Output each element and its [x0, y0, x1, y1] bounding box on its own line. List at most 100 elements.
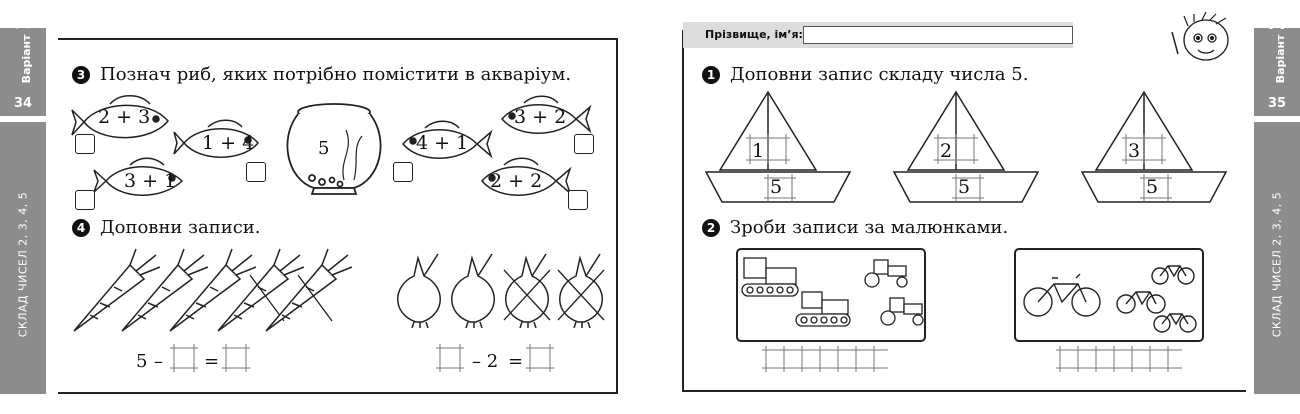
right-variant-number: 2	[1265, 16, 1289, 31]
right-variant-tab: Варіант 2 35	[1254, 17, 1300, 116]
right-variant-label: Варіант 2	[1265, 17, 1289, 84]
carrot-equation-minus: –	[154, 351, 163, 372]
boat-3	[1080, 90, 1228, 203]
task2-number: 2	[702, 218, 720, 237]
fish-4-label: 4 + 1	[416, 132, 469, 154]
onion-answer-cell-2[interactable]	[526, 344, 554, 372]
onion-equation-equals: =	[508, 351, 524, 372]
fish-5-checkbox[interactable]	[574, 134, 594, 154]
task3-heading: 3 Познач риб, яких потрібно помістити в …	[72, 64, 571, 85]
boat-1-left-number: 1	[752, 140, 765, 162]
task4-heading: 4 Доповни записи.	[72, 217, 261, 238]
tractors-answer-grid[interactable]	[762, 346, 888, 372]
fish-icon	[93, 157, 184, 196]
name-field-label: Прізвище, ім’я:	[705, 28, 803, 41]
fish-2-label: 1 + 4	[202, 132, 255, 154]
right-topic-label: СКЛАД ЧИСЕЛ 2, 3, 4, 5	[1270, 191, 1284, 338]
bicycle-icon-2	[1116, 291, 1166, 314]
right-variant-word: Варіант	[1274, 34, 1287, 84]
tractor-icon-1	[741, 257, 799, 297]
carrot-icon-1	[73, 248, 161, 332]
bicycle-icon-3	[1151, 265, 1195, 285]
left-topic-label: СКЛАД ЧИСЕЛ 2, 3, 4, 5	[16, 191, 30, 338]
boat-3-left-number: 3	[1128, 140, 1141, 162]
task1-number: 1	[702, 65, 720, 84]
fish-5	[501, 95, 592, 134]
bicycle-icon-1	[1023, 273, 1101, 317]
carrot-answer-cell-1[interactable]	[170, 344, 198, 372]
bicycle-icon-4	[1153, 313, 1197, 333]
fish-icon	[501, 95, 592, 134]
carrot-icon-4	[217, 248, 305, 332]
fish-3-label: 3 + 1	[124, 170, 177, 192]
tractors-picture-box	[736, 248, 926, 342]
left-topic-tab: СКЛАД ЧИСЕЛ 2, 3, 4, 5	[0, 122, 46, 394]
task3-text: Познач риб, яких потрібно помістити в ак…	[100, 64, 572, 85]
task4-number: 4	[72, 218, 90, 237]
left-variant-label: Варіант 1	[11, 17, 35, 84]
bicycles-answer-grid[interactable]	[1056, 346, 1182, 372]
fish-6-label: 2 + 2	[490, 170, 543, 192]
task4-text: Доповни записи.	[100, 217, 261, 238]
fish-1-checkbox[interactable]	[75, 134, 95, 154]
fish-icon	[402, 120, 493, 159]
boat-1	[704, 90, 852, 203]
left-variant-word: Варіант	[20, 34, 33, 84]
fish-icon	[481, 157, 572, 196]
boat-3-bottom-number: 5	[1146, 176, 1159, 198]
fish-6-checkbox[interactable]	[568, 190, 588, 210]
fish-2-checkbox[interactable]	[246, 162, 266, 182]
bicycles-picture	[1023, 265, 1197, 333]
onion-icon-1	[397, 253, 441, 329]
tractor-icon-3	[864, 259, 908, 288]
boat-2-left-number: 2	[940, 140, 953, 162]
tractor-icon-2	[795, 291, 851, 327]
fish-3	[93, 157, 184, 196]
fish-4-checkbox[interactable]	[393, 162, 413, 182]
carrot-icon-5	[265, 248, 353, 332]
task2-heading: 2 Зроби записи за малюнками.	[702, 217, 1008, 238]
task1-text: Доповни запис складу числа 5.	[730, 64, 1029, 85]
aquarium-icon	[286, 103, 382, 195]
fish-icon	[173, 119, 259, 158]
task3-number: 3	[72, 65, 90, 84]
tractor-icon-4	[880, 297, 924, 326]
fish-3-checkbox[interactable]	[75, 190, 95, 210]
fish-1	[71, 95, 169, 139]
aquarium-number: 5	[318, 138, 330, 159]
fish-icon	[71, 95, 169, 139]
fish-2	[173, 119, 259, 158]
boat-2	[892, 90, 1040, 203]
bicycles-picture-box	[1014, 248, 1204, 342]
aquarium	[286, 103, 382, 195]
task2-text: Зроби записи за малюнками.	[730, 217, 1009, 238]
right-page-frame	[682, 30, 1246, 392]
fish-4	[402, 120, 493, 159]
carrot-icon-3	[169, 248, 257, 332]
onion-icon-4	[557, 253, 605, 329]
carrot-answer-cell-2[interactable]	[222, 344, 250, 372]
left-page-frame	[58, 38, 618, 394]
onion-equation-minus: – 2	[472, 351, 499, 372]
left-variant-number: 1	[11, 16, 35, 31]
boat-2-bottom-number: 5	[958, 176, 971, 198]
right-topic-tab: СКЛАД ЧИСЕЛ 2, 3, 4, 5	[1254, 122, 1300, 394]
left-variant-tab: Варіант 1 34	[0, 17, 46, 116]
onion-answer-cell-1[interactable]	[436, 344, 464, 372]
name-input[interactable]	[803, 26, 1073, 44]
left-page-number: 34	[13, 96, 33, 111]
carrot-equation-equals: =	[204, 351, 220, 372]
fish-1-label: 2 + 3	[98, 106, 151, 128]
onions-picture	[397, 253, 605, 329]
carrot-equation-start: 5	[136, 351, 148, 372]
mascot-icon	[1171, 11, 1229, 61]
onion-icon-2	[451, 253, 495, 329]
fish-5-label: 3 + 2	[514, 106, 567, 128]
tractors-picture	[741, 257, 924, 327]
name-bar: Прізвище, ім’я:	[683, 22, 1073, 48]
carrot-icon-2	[121, 248, 209, 332]
right-page-number: 35	[1267, 96, 1287, 111]
fish-6	[481, 157, 572, 196]
task1-heading: 1 Доповни запис складу числа 5.	[702, 64, 1028, 85]
onion-icon-3	[503, 253, 551, 329]
